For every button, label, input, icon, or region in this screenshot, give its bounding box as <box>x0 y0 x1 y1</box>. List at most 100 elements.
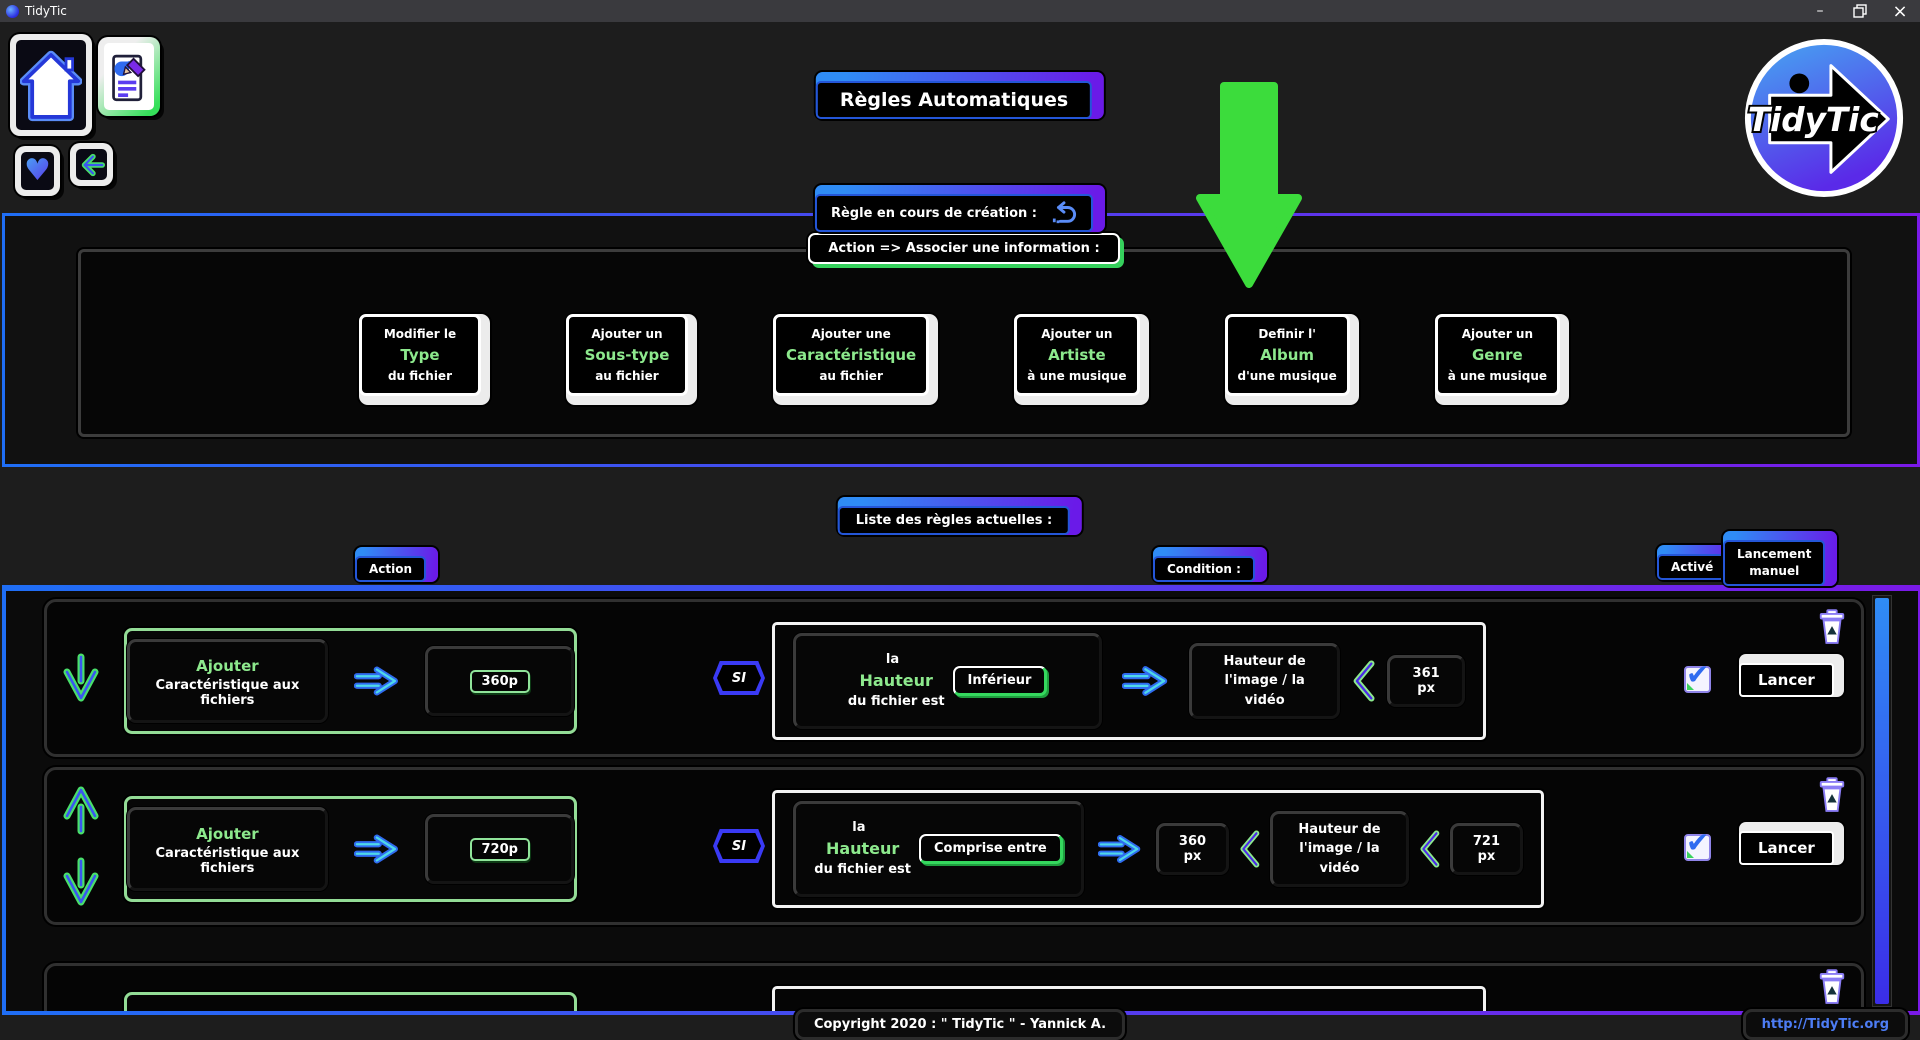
header-condition: Condition : <box>1153 547 1267 582</box>
action-button-line2: Artiste <box>1048 346 1106 364</box>
close-button[interactable]: × <box>1880 0 1920 22</box>
action-button-add-artist[interactable]: Ajouter un Artiste à une musique <box>1014 314 1149 405</box>
launch-button[interactable]: Lancer <box>1739 654 1844 697</box>
rule-condition-group <box>772 986 1486 1011</box>
si-label: SI <box>717 665 761 691</box>
condition-line1: la <box>852 819 866 835</box>
action-button-set-album[interactable]: Definir l' Album d'une musique <box>1224 314 1359 405</box>
rules-list-title: Liste des règles actuelles : <box>837 506 1071 535</box>
website-link-box: http://TidyTic.org <box>1742 1009 1908 1040</box>
home-icon <box>20 50 82 122</box>
rule-action-box: Ajouter Caractéristique aux fichiers <box>127 639 328 723</box>
action-button-line2: Album <box>1260 346 1315 364</box>
condition-operator-chip[interactable]: Inférieur <box>952 666 1048 696</box>
action-button-add-characteristic[interactable]: Ajouter une Caractéristique au fichier <box>772 314 939 405</box>
undo-icon[interactable] <box>1051 201 1077 225</box>
create-rule-button[interactable] <box>98 37 160 116</box>
comparison-max-value: 361 px <box>1412 666 1440 696</box>
page-title: Règles Automatiques <box>815 81 1093 119</box>
rule-condition-group: la Hauteur du fichier est Inférieur Haut… <box>772 622 1486 740</box>
favorites-button[interactable]: ♥ <box>15 146 60 196</box>
condition-line2: Hauteur <box>825 839 900 859</box>
si-label: SI <box>717 833 761 859</box>
header-enabled-label: Activé <box>1657 554 1728 580</box>
logo-arrow <box>1768 64 1890 174</box>
enabled-checkbox[interactable]: ✔ <box>1684 658 1711 693</box>
delete-rule-button[interactable] <box>1817 968 1847 1006</box>
restore-button[interactable] <box>1840 0 1880 22</box>
action-button-line2: Genre <box>1472 346 1523 364</box>
copyright-box: Copyright 2020 : " TidyTic " - Yannick A… <box>794 1009 1126 1040</box>
action-button-line2: Type <box>400 346 440 364</box>
close-icon: × <box>1892 0 1908 22</box>
minimize-icon: – <box>1816 3 1824 19</box>
title-bar: TidyTic – × <box>0 0 1920 22</box>
launch-label: Lancer <box>1739 831 1834 865</box>
condition-line2: Hauteur <box>859 671 933 691</box>
action-button-line2: Caractéristique <box>785 346 917 364</box>
rule-value-box: 360p <box>425 646 575 716</box>
page-title-button[interactable]: Règles Automatiques <box>815 72 1105 119</box>
window-title: TidyTic <box>25 4 67 18</box>
action-button-line3: d'une musique <box>1237 369 1337 383</box>
action-button-line3: au fichier <box>819 369 883 383</box>
comparison-min-value: 360 px <box>1178 834 1207 864</box>
comparison-subject-line2: l'image / la vidéo <box>1224 673 1305 708</box>
rule-action-target: Caractéristique aux fichiers <box>155 846 300 876</box>
condition-operator-chip[interactable]: Comprise entre <box>918 834 1063 864</box>
rules-list-title-button: Liste des règles actuelles : <box>837 497 1083 535</box>
action-button-line1: Ajouter un <box>1041 327 1113 341</box>
scrollbar-thumb[interactable] <box>1875 598 1889 1004</box>
delete-rule-button[interactable] <box>1817 608 1847 646</box>
launch-button[interactable]: Lancer <box>1739 822 1844 865</box>
move-down-icon[interactable] <box>63 857 99 907</box>
rule-condition-group: la Hauteur du fichier est Comprise entre… <box>772 790 1544 908</box>
less-than-icon <box>1240 830 1260 868</box>
back-arrow-icon <box>81 153 105 176</box>
action-button-line3: au fichier <box>595 369 659 383</box>
si-badge: SI <box>713 661 765 695</box>
check-icon: ✔ <box>1686 658 1710 691</box>
document-edit-icon <box>112 54 146 101</box>
rule-action-box: Ajouter Caractéristique aux fichiers <box>127 807 328 891</box>
rule-row-2: Ajouter Caractéristique aux fichiers 720… <box>44 767 1864 925</box>
rule-value-chip[interactable]: 360p <box>469 669 530 693</box>
comparison-subject-line1: Hauteur de <box>1298 821 1381 837</box>
current-rule-label: Règle en cours de création : <box>830 205 1038 221</box>
minimize-button[interactable]: – <box>1800 0 1840 22</box>
logo-text: TidyTic <box>1748 101 1879 139</box>
rules-scrollbar[interactable] <box>1872 595 1892 1007</box>
condition-line1: la <box>885 651 900 667</box>
comparison-subject-box: Hauteur de l'image / la vidéo <box>1269 810 1409 888</box>
trash-icon <box>1819 609 1845 644</box>
trash-icon <box>1819 969 1845 1004</box>
arrow-right-icon <box>353 834 398 864</box>
app-icon <box>6 4 19 18</box>
rules-list-panel: Ajouter Caractéristique aux fichiers 360… <box>2 585 1920 1015</box>
rule-row-3 <box>44 963 1864 1011</box>
comparison-max-value: 721 px <box>1472 834 1501 864</box>
header-manual-line1: Lancement <box>1737 547 1812 561</box>
website-link[interactable]: http://TidyTic.org <box>1761 1017 1889 1032</box>
header-condition-label: Condition : <box>1153 556 1255 582</box>
comparison-max-box: 361 px <box>1387 655 1465 707</box>
restore-icon <box>1853 4 1867 18</box>
back-button[interactable] <box>70 143 113 186</box>
action-button-line1: Modifier le <box>383 327 457 341</box>
rule-row-1: Ajouter Caractéristique aux fichiers 360… <box>44 599 1864 757</box>
action-button-add-subtype[interactable]: Ajouter un Sous-type au fichier <box>565 314 697 405</box>
less-than-icon <box>1353 660 1375 702</box>
rule-value-box: 720p <box>425 814 575 884</box>
condition-box: la Hauteur du fichier est Inférieur <box>793 633 1103 729</box>
move-up-icon[interactable] <box>63 785 99 835</box>
rule-value-chip[interactable]: 720p <box>469 837 530 861</box>
tidytic-logo: TidyTic <box>1740 34 1908 202</box>
rule-action-word: Ajouter <box>196 825 259 843</box>
delete-rule-button[interactable] <box>1817 776 1847 814</box>
action-button-modify-type[interactable]: Modifier le Type du fichier <box>358 314 490 405</box>
action-button-add-genre[interactable]: Ajouter un Genre à une musique <box>1434 314 1570 405</box>
move-down-icon[interactable] <box>63 653 99 703</box>
enabled-checkbox[interactable]: ✔ <box>1684 826 1711 861</box>
home-button[interactable] <box>10 34 92 136</box>
copyright-text: Copyright 2020 : " TidyTic " - Yannick A… <box>813 1017 1107 1032</box>
